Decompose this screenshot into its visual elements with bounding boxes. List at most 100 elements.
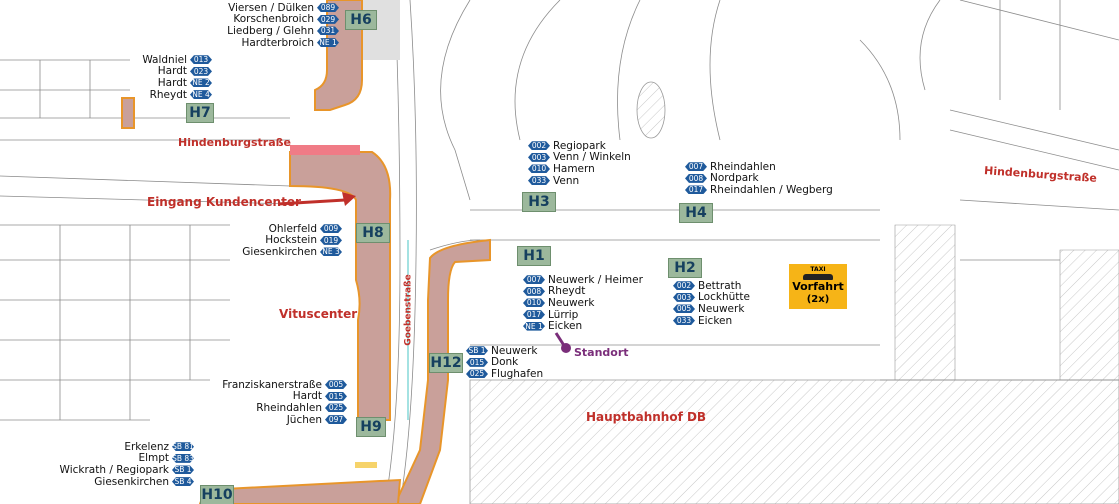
line-number-badge: 005 — [673, 304, 695, 314]
stop-h2: H2 — [668, 258, 702, 278]
taxi-title: Vorfahrt — [792, 280, 844, 293]
line-destination: Eicken — [548, 320, 583, 333]
line-destination: Rheindahlen — [256, 401, 322, 414]
line-destination: Erkelenz — [124, 440, 169, 453]
taxi-count: (2x) — [806, 294, 830, 305]
line-number-badge: SB 81 — [172, 442, 194, 452]
line-number-badge: 008 — [523, 286, 545, 296]
line-number-badge: 025 — [325, 403, 347, 413]
line-destination: Elmpt — [138, 452, 169, 465]
line-number-badge: 033 — [673, 316, 695, 326]
line-number-badge: 003 — [528, 152, 550, 162]
line-number-badge: 015 — [466, 357, 488, 367]
line-destination: Rheindahlen / Wegberg — [710, 183, 833, 196]
station-building — [469, 81, 1119, 504]
stop-h8: H8 — [356, 223, 390, 243]
line-destination: Hamern — [553, 162, 595, 175]
line-number-badge: 013 — [190, 55, 212, 65]
line-destination: Nordpark — [710, 172, 759, 185]
taxi-sign-text: TAXI — [810, 266, 826, 273]
label-eingang-kundencenter: Eingang Kundencenter — [147, 195, 301, 209]
line-destination: Venn / Winkeln — [553, 151, 631, 164]
line-destination: Giesenkirchen — [242, 245, 317, 258]
line-number-badge: 025 — [466, 369, 488, 379]
stop-h3: H3 — [522, 192, 556, 212]
line-destination: Rheydt — [149, 88, 187, 101]
line-number-badge: 002 — [673, 281, 695, 291]
line-destination: Lockhütte — [698, 291, 750, 304]
line-destination: Rheindahlen — [710, 160, 776, 173]
line-number-badge: SB 1 — [172, 465, 194, 475]
line-destination: Donk — [491, 356, 519, 369]
platform-marking — [290, 145, 360, 155]
line-number-badge: 009 — [320, 224, 342, 234]
line-destination: Giesenkirchen — [94, 475, 169, 488]
stop-h6: H6 — [345, 10, 377, 30]
stop-h9: H9 — [356, 417, 386, 437]
line-destination: Viersen / Dülken — [228, 1, 314, 14]
line-destination: Venn — [553, 174, 580, 187]
line-destination: Flughafen — [491, 367, 544, 380]
line-number-badge: 010 — [528, 164, 550, 174]
line-destination: Rheydt — [548, 285, 586, 298]
line-number-badge: 089 — [317, 3, 339, 13]
line-destination: Korschenbroich — [233, 13, 314, 26]
line-number-badge: 015 — [325, 391, 347, 401]
line-destination: Hardt — [157, 76, 187, 89]
label-goebenstrasse: Goebenstraße — [403, 274, 414, 346]
entrance-arrow-head — [342, 192, 356, 206]
label-vituscenter: Vituscenter — [279, 307, 358, 321]
line-number-badge: NE 1 — [523, 321, 545, 331]
stop-h10: H10 — [200, 485, 234, 504]
label-hauptbahnhof: Hauptbahnhof DB — [586, 410, 707, 424]
line-destination: Bettrath — [698, 279, 742, 292]
line-destination: Hardterbroich — [241, 36, 314, 49]
entrance-arrow — [277, 198, 346, 206]
line-number-badge: SB 4 — [172, 477, 194, 487]
line-number-badge: 005 — [325, 380, 347, 390]
line-number-badge: 097 — [325, 415, 347, 425]
line-number-badge: 019 — [320, 235, 342, 245]
stop-h12: H12 — [429, 353, 463, 373]
label-hindenburgstrasse-west: Hindenburgstraße — [178, 136, 292, 149]
line-number-badge: 007 — [685, 162, 707, 172]
line-destination: Neuwerk — [698, 302, 745, 315]
line-destination: Hardt — [157, 65, 187, 78]
line-destination: Ohlerfeld — [268, 222, 317, 235]
stop-h1: H1 — [517, 246, 551, 266]
line-destination: Eicken — [698, 314, 733, 327]
line-number-badge: SB 1 — [466, 346, 488, 356]
